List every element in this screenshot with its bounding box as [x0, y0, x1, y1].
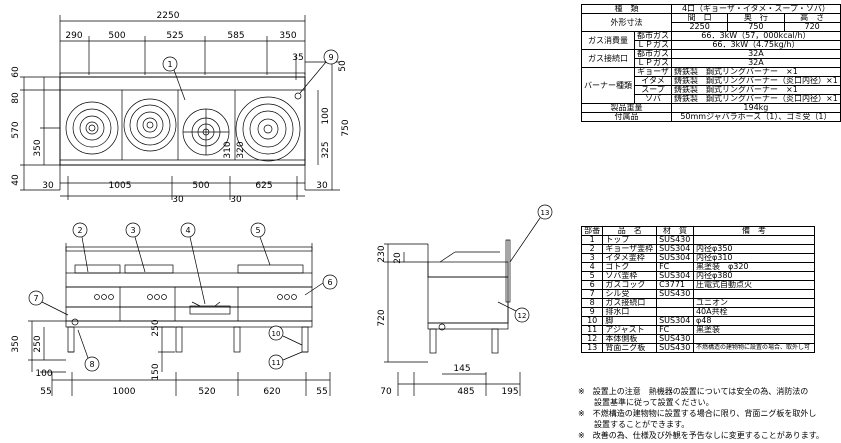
note-line: ※ 設置上の注意 熱機器の設置については安全の為、消防法の	[578, 387, 809, 396]
dim-side-bottom-3: 195	[501, 387, 518, 397]
dim-front-bottom-4: 620	[263, 387, 280, 397]
part-note: 不燃構造の建物物に設置の場合、取外し可	[692, 343, 816, 353]
dim-front-left-1: 350	[11, 335, 21, 352]
parts-header: 備 考	[692, 226, 816, 236]
dim-top-seg-1: 290	[65, 31, 82, 41]
spec-gas-consumption-label: ガス消費量	[581, 31, 635, 50]
dim-top-right-h2: 325	[321, 141, 331, 158]
dim-top-right-h1: 100	[321, 107, 331, 124]
dim-front-bottom-2: 1000	[113, 387, 136, 397]
dim-front-mid-2: 150	[151, 363, 161, 380]
dim-front-left-3: 100	[35, 369, 52, 379]
note-line: 設置することができます。	[578, 420, 690, 429]
dim-side-left-2: 20	[393, 252, 403, 264]
dim-side-inner: 145	[453, 364, 470, 374]
callout-5: 5	[255, 226, 260, 235]
notes: ※ 設置上の注意 熱機器の設置については安全の為、消防法の 設置基準に従って設置…	[578, 386, 824, 441]
note-line: 設置基準に従って設置ください。	[578, 398, 714, 407]
callout-8: 8	[89, 360, 94, 369]
dim-top-left-1: 60	[11, 66, 21, 78]
dim-top-left-5: 40	[11, 174, 21, 186]
callout-10: 10	[272, 330, 281, 338]
callout-11: 11	[272, 359, 281, 367]
callout-13: 13	[541, 209, 550, 217]
dim-top-left-2: 80	[11, 92, 21, 104]
dim-front-bottom-1: 55	[40, 387, 51, 397]
dim-top-bottom-3: 500	[192, 181, 209, 191]
dim-top-seg-5: 350	[279, 31, 296, 41]
dim-side-bottom-1: 70	[380, 387, 392, 397]
note-line: ※ 改善の為、仕様及び外観を予告なしに変更することがあります。	[578, 431, 824, 440]
callout-1: 1	[167, 60, 172, 69]
spec-type-label: 種 類	[581, 4, 672, 14]
callout-2: 2	[77, 226, 82, 235]
dim-top-bottom-2: 1005	[109, 181, 132, 191]
dim-front-left-2: 250	[33, 335, 43, 352]
part-material	[656, 298, 694, 308]
technical-drawing: 2250 290 500 525 585 350 35 50 60 80 570…	[11, 11, 553, 397]
part-name: 背面ニグ板	[602, 343, 658, 353]
dim-top-left-4: 350	[33, 139, 43, 156]
part-note: 黒塗装	[692, 325, 816, 335]
dim-overall-width: 2250	[157, 11, 180, 21]
part-note: 圧電式自動点火	[692, 280, 816, 290]
part-material: SUS430	[656, 289, 694, 299]
spec-accessories-label: 付属品	[581, 112, 672, 122]
spec-gas-connection-label: ガス接続口	[581, 49, 635, 68]
dim-front-mid-1: 250	[151, 319, 161, 336]
dim-top-seg-2: 500	[108, 31, 125, 41]
dim-front-bottom-3: 520	[198, 387, 215, 397]
dim-top-bottom-5: 30	[316, 181, 328, 191]
note-line: ※ 不燃構造の建物物に設置する場合に限り、背面ニグ板を取外し	[578, 409, 817, 418]
dim-top-inner-1: 310	[223, 141, 233, 158]
dim-top-inner-2: 320	[236, 141, 246, 158]
part-note	[692, 334, 816, 344]
part-no: 13	[580, 343, 604, 353]
dim-top-bottom-4: 625	[255, 181, 272, 191]
dim-top-right-h3: 750	[341, 119, 351, 136]
dim-front-bottom-5: 55	[316, 387, 327, 397]
dim-top-right-1: 35	[292, 53, 303, 63]
callout-3: 3	[130, 226, 135, 235]
callout-6: 6	[327, 278, 332, 287]
dim-side-left-1: 230	[377, 245, 387, 262]
dim-top-seg-3: 525	[166, 31, 183, 41]
callout-12: 12	[518, 312, 527, 320]
dim-top-bottom2-2: 30	[230, 195, 242, 205]
callout-4: 4	[185, 226, 190, 235]
dim-top-left-3: 570	[11, 121, 21, 138]
dim-top-right-2: 50	[338, 60, 348, 72]
spec-table: 種 類 4口（ギョーザ・イタメ・スープ・ソバ） 外形寸法 間 口 奥 行 高 さ…	[581, 4, 841, 122]
dim-top-seg-4: 585	[227, 31, 244, 41]
dim-top-bottom2-1: 30	[172, 195, 184, 205]
spec-burner-label: バーナー種類	[581, 67, 635, 104]
dim-side-bottom-2: 485	[457, 387, 474, 397]
dim-top-bottom-1: 30	[42, 181, 54, 191]
spec-accessories-value: 50mmジャバラホース（1）、ゴミ受（1）	[671, 112, 841, 122]
part-material: SUS430	[656, 343, 694, 353]
part-note: 40A共栓	[692, 307, 816, 317]
callout-9: 9	[328, 53, 333, 62]
spec-outer-label: 外形寸法	[581, 13, 672, 32]
dim-side-left-3: 720	[377, 309, 387, 326]
callout-7: 7	[33, 294, 38, 303]
